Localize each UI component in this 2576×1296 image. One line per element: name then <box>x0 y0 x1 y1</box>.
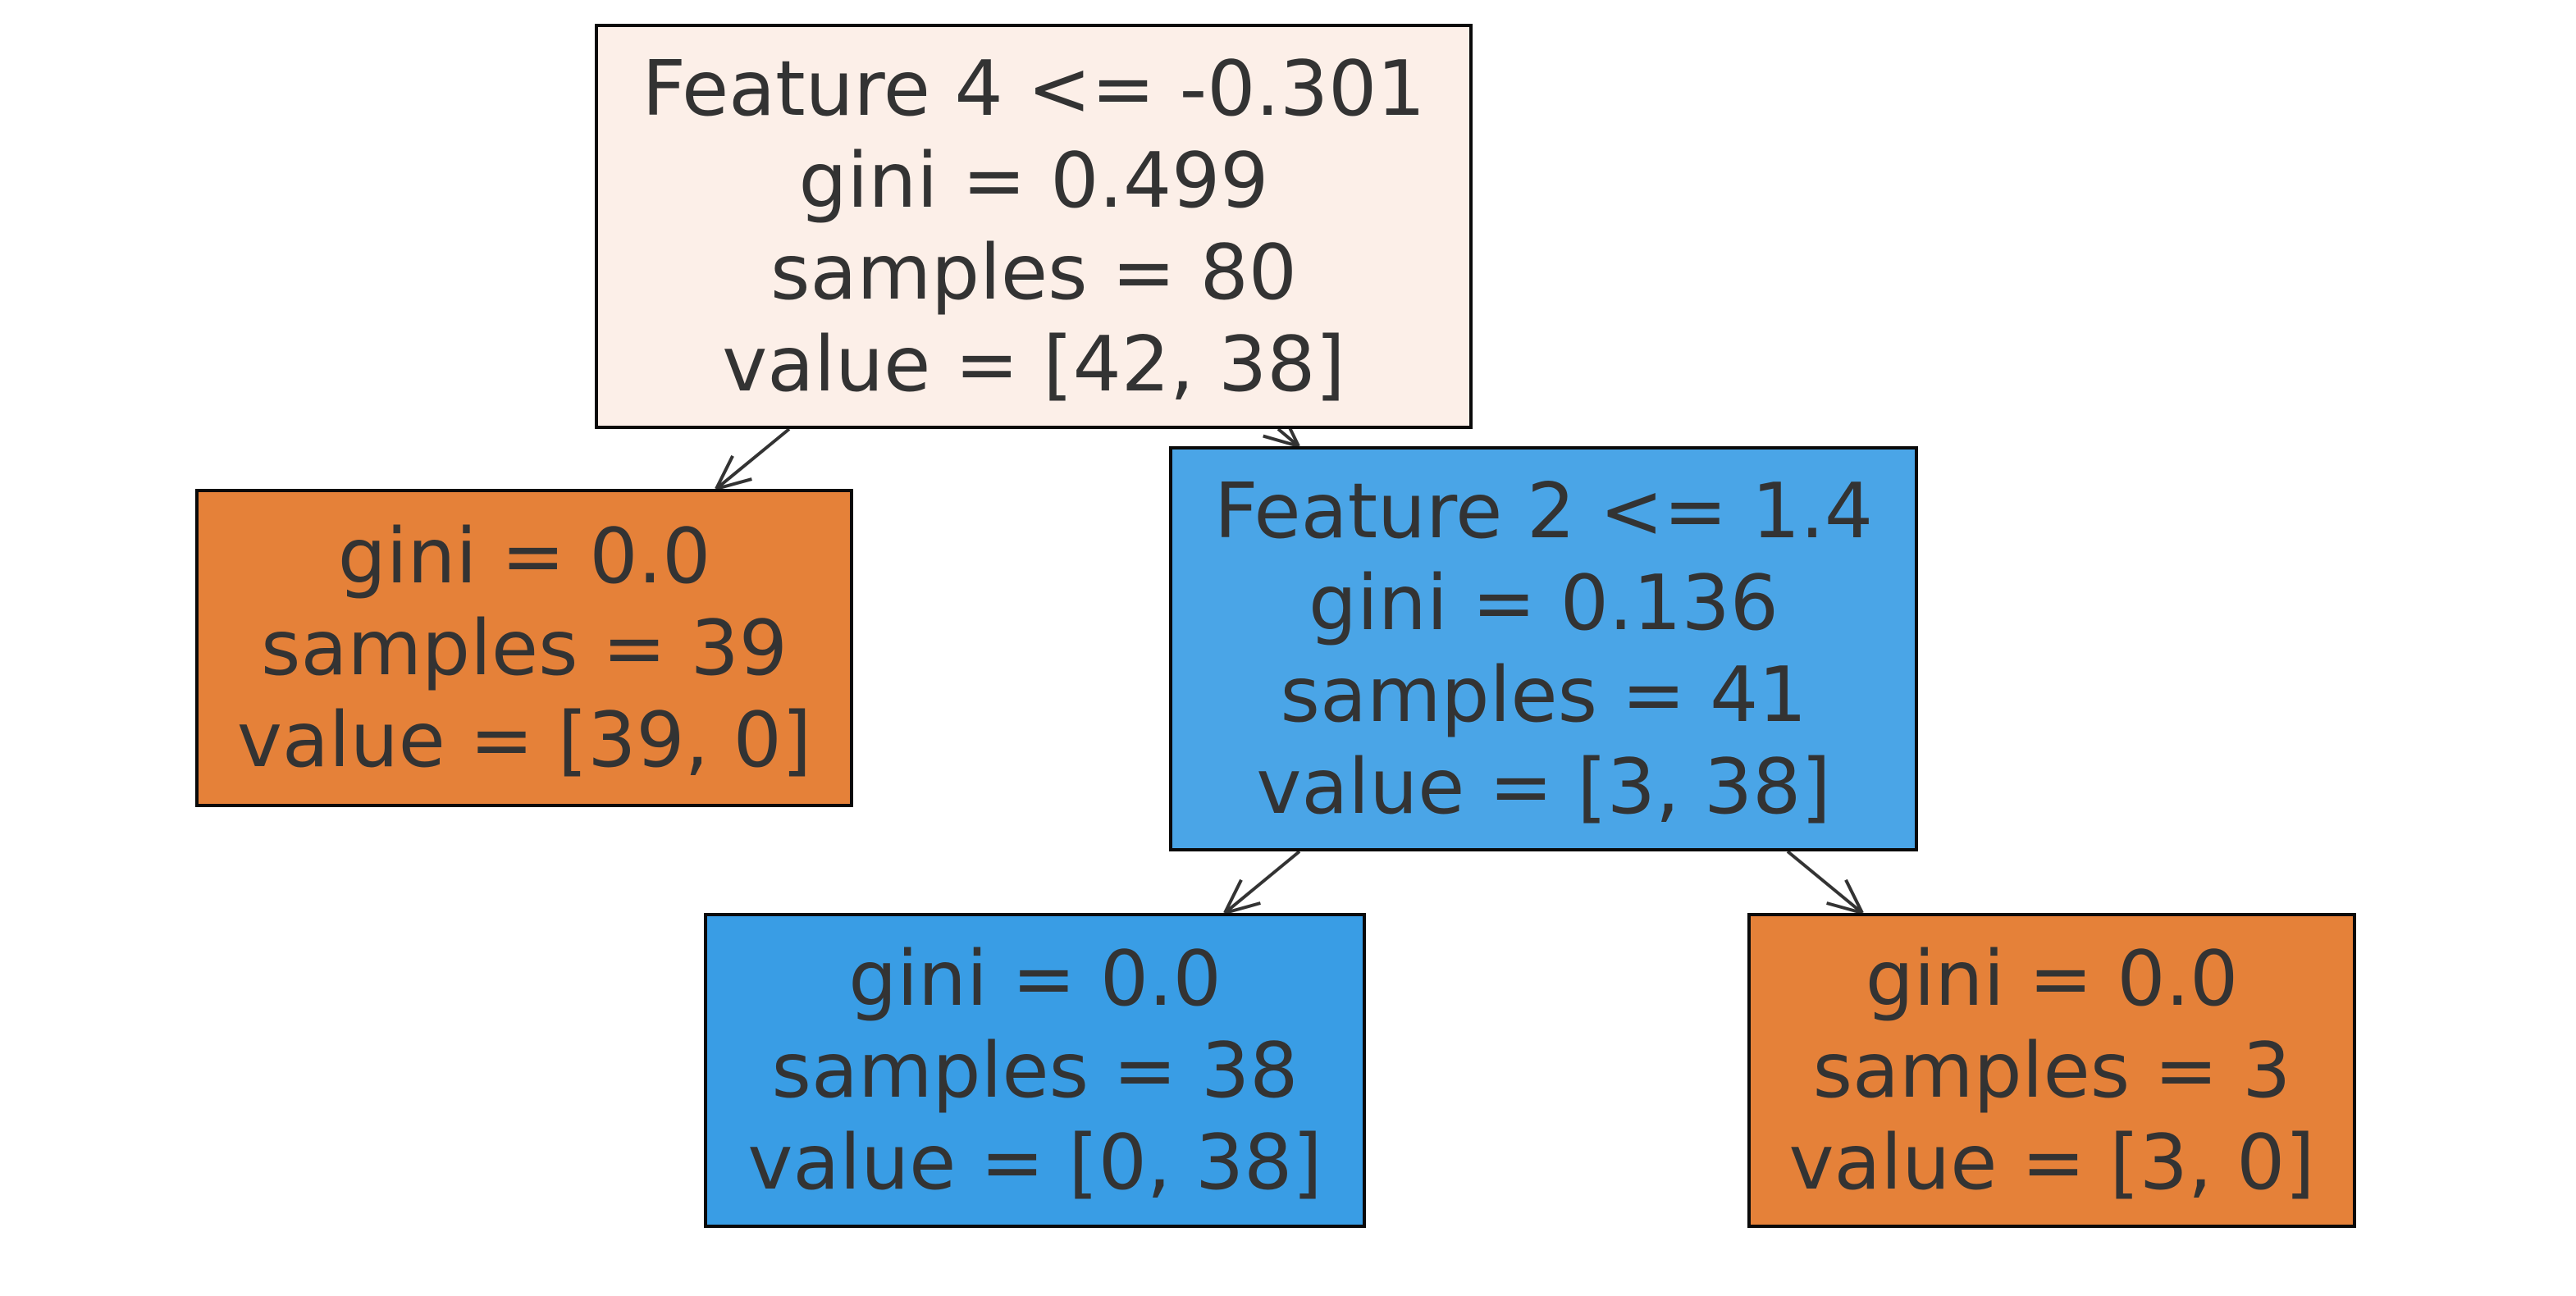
class-distribution: value = [42, 38] <box>722 320 1345 408</box>
gini-value: gini = 0.136 <box>1309 559 1779 647</box>
samples-count: samples = 39 <box>261 604 788 692</box>
class-distribution: value = [3, 38] <box>1256 742 1831 831</box>
edge-arrowhead <box>1844 878 1864 914</box>
gini-value: gini = 0.499 <box>798 136 1269 225</box>
tree-node-left-leaf: gini = 0.0 samples = 39 value = [39, 0] <box>195 489 853 807</box>
edge-arrowhead <box>1263 434 1299 448</box>
edge-right-split-to-left-leaf <box>1223 850 1301 915</box>
samples-count: samples = 41 <box>1280 650 1807 739</box>
gini-value: gini = 0.0 <box>848 934 1222 1023</box>
tree-node-root: Feature 4 <= -0.301 gini = 0.499 samples… <box>595 24 1473 429</box>
edge-right-split-to-right-leaf <box>1786 850 1864 915</box>
edge-arrowhead <box>715 454 734 490</box>
edge-root-to-right-split <box>1277 427 1300 448</box>
edge-arrowhead <box>715 477 752 491</box>
class-distribution: value = [3, 0] <box>1788 1118 2315 1207</box>
gini-value: gini = 0.0 <box>337 512 711 600</box>
gini-value: gini = 0.0 <box>1865 934 2239 1023</box>
class-distribution: value = [0, 38] <box>747 1118 1322 1207</box>
edge-arrowhead <box>1224 901 1261 915</box>
tree-node-right-right-leaf: gini = 0.0 samples = 3 value = [3, 0] <box>1747 913 2356 1228</box>
edge-arrowhead <box>1826 901 1863 915</box>
tree-node-right-left-leaf: gini = 0.0 samples = 38 value = [0, 38] <box>704 913 1366 1228</box>
edge-arrowhead <box>1223 878 1243 914</box>
split-condition: Feature 2 <= 1.4 <box>1213 467 1874 555</box>
samples-count: samples = 38 <box>771 1026 1299 1115</box>
samples-count: samples = 80 <box>770 228 1297 317</box>
edge-root-to-left-leaf <box>715 427 791 491</box>
split-condition: Feature 4 <= -0.301 <box>642 44 1426 133</box>
tree-node-right-split: Feature 2 <= 1.4 gini = 0.136 samples = … <box>1169 446 1918 851</box>
samples-count: samples = 3 <box>1812 1026 2291 1115</box>
class-distribution: value = [39, 0] <box>236 696 812 784</box>
